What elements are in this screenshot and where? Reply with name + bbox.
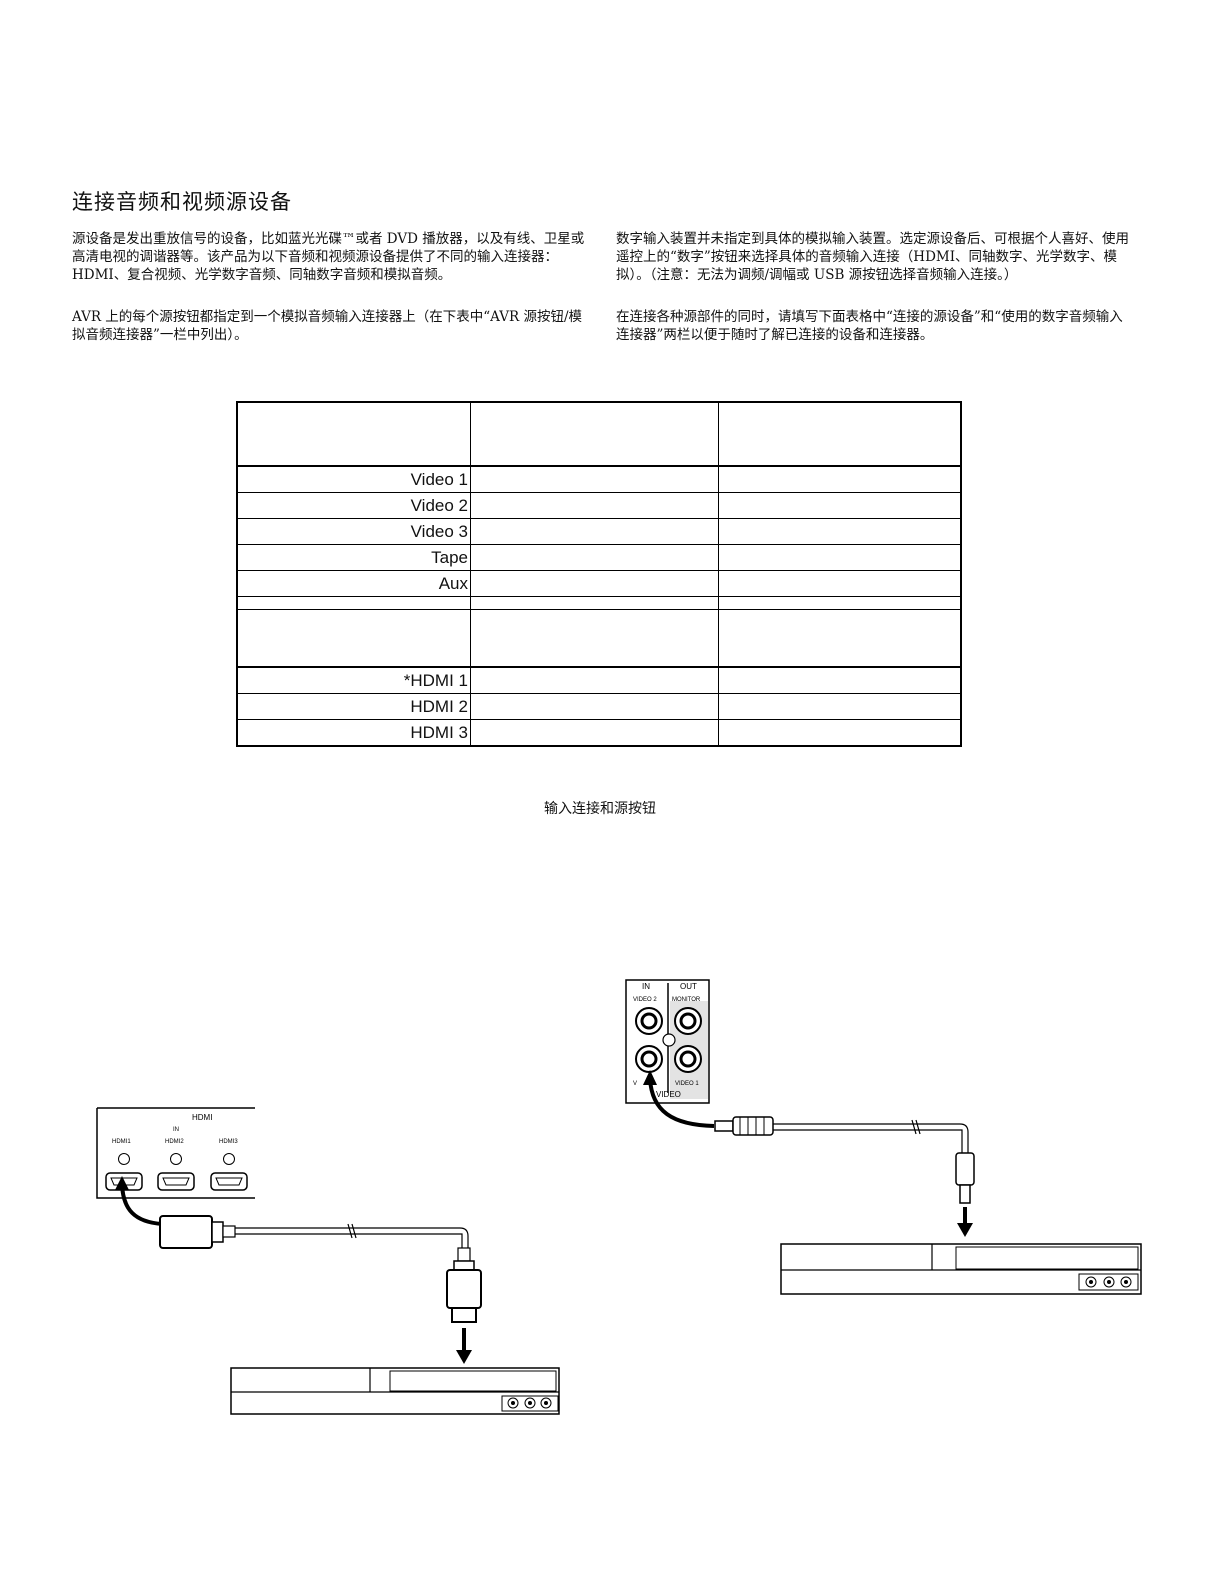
hdmi-port-2 bbox=[157, 1172, 195, 1191]
right-paragraph-2: 在连接各种源部件的同时，请填写下面表格中“连接的源设备”和“使用的数字音频输入连… bbox=[616, 309, 1123, 343]
right-column: 数字输入装置并未指定到具体的模拟输入装置。选定源设备后、可根据个人喜好、使用遥控… bbox=[616, 230, 1134, 368]
video-input-panel: IN OUT VIDEO 2 MONITOR V3 VIDEO 1 VIDEO bbox=[625, 979, 710, 1104]
digital-input-cell[interactable] bbox=[718, 693, 962, 720]
source-button-label: Video 1 bbox=[236, 465, 471, 493]
connected-device-cell[interactable] bbox=[470, 719, 719, 747]
digital-input-cell[interactable] bbox=[718, 666, 962, 694]
digital-input-cell[interactable] bbox=[718, 544, 962, 571]
left-column: 源设备是发出重放信号的设备，比如蓝光光碟™或者 DVD 播放器，以及有线、卫星或… bbox=[72, 230, 590, 368]
monitor-label: MONITOR bbox=[672, 997, 701, 1003]
hdmi-port-label-3: HDMI3 bbox=[219, 1139, 238, 1145]
table-subheader-row bbox=[236, 609, 962, 668]
table-row: Video 3 bbox=[236, 518, 962, 545]
video-in-label: IN bbox=[642, 982, 650, 991]
connected-device-cell[interactable] bbox=[470, 518, 719, 545]
connected-device-cell[interactable] bbox=[470, 570, 719, 597]
left-paragraph-2: AVR 上的每个源按钮都指定到一个模拟音频输入连接器上（在下表中“AVR 源按钮… bbox=[72, 309, 583, 343]
source-device-icon bbox=[230, 1367, 560, 1415]
spacer-cell bbox=[470, 596, 719, 610]
video-connection-illustration: IN OUT VIDEO 2 MONITOR V3 VIDEO 1 VIDEO bbox=[625, 979, 1142, 1295]
connected-device-cell[interactable] bbox=[470, 465, 719, 493]
video2-label: VIDEO 2 bbox=[633, 997, 657, 1003]
table-row: Aux bbox=[236, 570, 962, 597]
left-paragraph-1: 源设备是发出重放信号的设备，比如蓝光光碟™或者 DVD 播放器，以及有线、卫星或… bbox=[72, 231, 585, 283]
video-section-label: VIDEO bbox=[656, 1090, 681, 1099]
source-button-label: Tape bbox=[236, 544, 471, 571]
table-header-cell bbox=[470, 609, 719, 668]
source-button-label: HDMI 2 bbox=[236, 693, 471, 720]
table-row: HDMI 3 bbox=[236, 719, 962, 747]
source-button-label: HDMI 3 bbox=[236, 719, 471, 747]
spacer-cell bbox=[236, 596, 471, 610]
digital-input-cell[interactable] bbox=[718, 719, 962, 747]
table-header-row bbox=[236, 401, 962, 467]
page-heading: 连接音频和视频源设备 bbox=[72, 190, 292, 214]
hdmi-port-3 bbox=[210, 1172, 248, 1191]
hdmi-port-label-1: HDMI1 bbox=[112, 1139, 131, 1145]
hdmi-port-label-2: HDMI2 bbox=[165, 1139, 184, 1145]
video1-label: VIDEO 1 bbox=[675, 1081, 699, 1087]
rca-cable-icon bbox=[643, 1070, 975, 1237]
hdmi-connection-illustration: HDMI IN HDMI1 HDMI2 HDMI3 bbox=[96, 1107, 560, 1415]
connected-device-cell[interactable] bbox=[470, 693, 719, 720]
table-header-cell bbox=[718, 401, 962, 467]
source-device-icon bbox=[780, 1243, 1142, 1295]
spacer-cell bbox=[718, 596, 962, 610]
connected-device-cell[interactable] bbox=[470, 492, 719, 519]
hdmi-cable-icon bbox=[115, 1176, 482, 1364]
table-row: Video 1 bbox=[236, 465, 962, 493]
connected-device-cell[interactable] bbox=[470, 666, 719, 694]
right-paragraph-1: 数字输入装置并未指定到具体的模拟输入装置。选定源设备后、可根据个人喜好、使用遥控… bbox=[616, 231, 1129, 283]
table-header-cell bbox=[718, 609, 962, 668]
source-button-label: *HDMI 1 bbox=[236, 666, 471, 694]
hdmi-in-label: IN bbox=[173, 1127, 179, 1133]
hdmi-input-panel: HDMI IN HDMI1 HDMI2 HDMI3 bbox=[96, 1107, 255, 1199]
table-header-cell bbox=[236, 401, 471, 467]
table-caption: 输入连接和源按钮 bbox=[544, 801, 656, 817]
input-connection-table: Video 1 Video 2 Video 3 Tape Aux *HDMI 1 bbox=[236, 401, 962, 747]
digital-input-cell[interactable] bbox=[718, 518, 962, 545]
table-spacer-row bbox=[236, 596, 962, 610]
table-header-cell bbox=[236, 609, 471, 668]
source-button-label: Video 3 bbox=[236, 518, 471, 545]
digital-input-cell[interactable] bbox=[718, 465, 962, 493]
table-row: Video 2 bbox=[236, 492, 962, 519]
table-row: Tape bbox=[236, 544, 962, 571]
table-row: HDMI 2 bbox=[236, 693, 962, 720]
digital-input-cell[interactable] bbox=[718, 492, 962, 519]
source-button-label: Video 2 bbox=[236, 492, 471, 519]
hdmi-panel-title: HDMI bbox=[192, 1113, 212, 1122]
table-row: *HDMI 1 bbox=[236, 666, 962, 694]
video-out-label: OUT bbox=[680, 982, 697, 991]
video3-prefix: V bbox=[633, 1081, 637, 1087]
connected-device-cell[interactable] bbox=[470, 544, 719, 571]
source-button-label: Aux bbox=[236, 570, 471, 597]
digital-input-cell[interactable] bbox=[718, 570, 962, 597]
table-header-cell bbox=[470, 401, 719, 467]
